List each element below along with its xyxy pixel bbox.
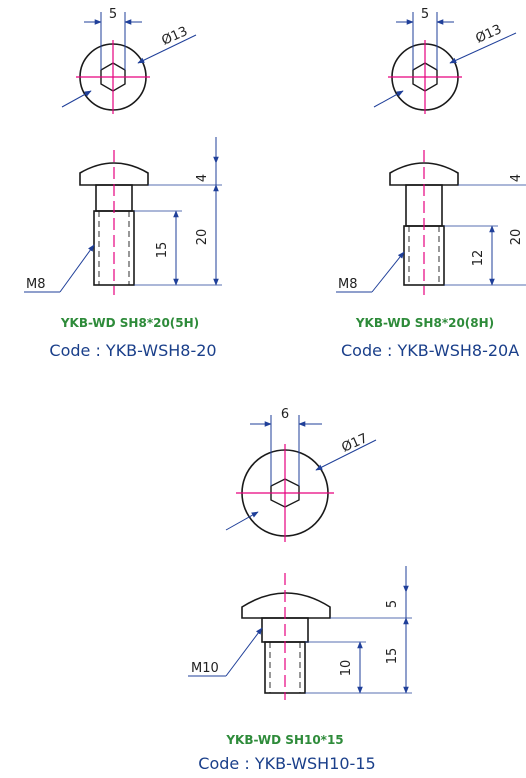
model-name: YKB-WD SH8*20(8H) — [355, 316, 494, 330]
thread-label: M8 — [26, 277, 46, 292]
drawing-2: 5 Ø13 4 20 12 M8 YKB-WD SH8*20(8H) Code … — [336, 7, 526, 360]
head-profile — [241, 592, 331, 619]
thread-label: M8 — [338, 277, 358, 292]
head-height-label: 4 — [509, 174, 524, 182]
top-view-1: 5 Ø13 — [61, 7, 197, 114]
head-height-label: 5 — [385, 600, 400, 608]
product-code: Code : YKB-WSH8-20A — [341, 341, 519, 360]
hex-dim-label: 5 — [421, 7, 429, 22]
head-dia-label: Ø13 — [474, 22, 505, 47]
drawing-3: 6 Ø17 5 15 10 M10 YKB-WD SH10* — [188, 407, 412, 773]
model-name: YKB-WD SH10*15 — [225, 733, 343, 747]
top-view-2: 5 Ø13 — [373, 7, 517, 114]
top-view-3: 6 Ø17 — [225, 407, 377, 542]
head-profile — [389, 162, 459, 186]
total-length-label: 20 — [195, 229, 210, 246]
thread-length-label: 10 — [339, 660, 354, 677]
head-profile — [79, 162, 149, 186]
thread-label: M10 — [191, 661, 219, 676]
total-length-label: 15 — [385, 648, 400, 665]
thread-length-label: 15 — [155, 242, 170, 259]
model-name: YKB-WD SH8*20(5H) — [60, 316, 199, 330]
product-code: Code : YKB-WSH10-15 — [198, 754, 375, 773]
hex-dim-label: 5 — [109, 7, 117, 22]
side-view-2: 4 20 12 M8 — [336, 150, 526, 295]
hex-dim-label: 6 — [281, 407, 289, 422]
head-height-label: 4 — [195, 174, 210, 182]
product-code: Code : YKB-WSH8-20 — [49, 341, 216, 360]
total-length-label: 20 — [509, 229, 524, 246]
side-view-3: 5 15 10 M10 — [188, 566, 412, 700]
thread-length-label: 12 — [471, 250, 486, 267]
head-dia-label: Ø17 — [340, 431, 371, 456]
drawing-1: 5 Ø13 4 20 15 — [24, 7, 222, 360]
side-view-1: 4 20 15 M8 — [24, 137, 222, 295]
